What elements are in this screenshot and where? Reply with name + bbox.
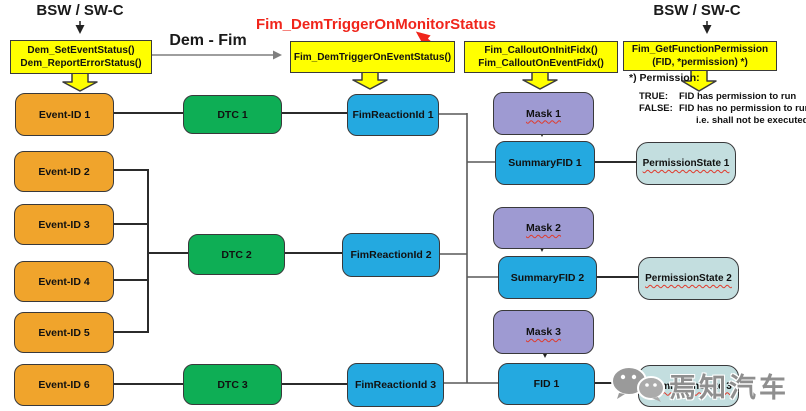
api-line: Fim_CalloutOnInitFidx() <box>484 45 598 56</box>
legend-true-label: TRUE: <box>639 91 669 102</box>
event-id-2-box: Event-ID 2 <box>14 151 114 192</box>
event-id-1-box: Event-ID 1 <box>15 93 114 136</box>
wechat-icon <box>611 366 665 402</box>
label-dem-fim: Dem - Fim <box>169 32 247 49</box>
header-bsw-swc-left: BSW / SW-C <box>36 2 124 19</box>
api-line: Fim_DemTriggerOnEventStatus() <box>293 51 452 63</box>
mask-1-box: Mask 1 <box>493 92 594 135</box>
event-id-3-box: Event-ID 3 <box>14 204 114 245</box>
legend-false-text: FID has no permission to run, <box>679 103 806 114</box>
fim-reaction-id-3-box: FimReactionId 3 <box>347 363 444 407</box>
legend-true-text: FID has permission to run <box>679 91 797 102</box>
permission-note: *) Permission: <box>629 72 700 84</box>
event-id-4-box: Event-ID 4 <box>14 261 114 302</box>
summary-fid-2-box: SummaryFID 2 <box>498 256 597 299</box>
mask-2-box: Mask 2 <box>493 207 594 249</box>
fim-reaction-id-1-box: FimReactionId 1 <box>347 94 439 136</box>
permission-state-label: PermissionState 3 <box>645 380 732 392</box>
watermark-text: 焉知汽车 <box>669 372 789 403</box>
legend-false-label: FALSE: <box>639 103 673 114</box>
api-box-fim-callout: Fim_CalloutOnInitFidx() Fim_CalloutOnEve… <box>464 41 618 73</box>
permission-state-label: PermissionState 1 <box>642 158 730 169</box>
permission-state-2-box: PermissionState 2 <box>638 257 739 300</box>
fid-1-box: FID 1 <box>498 363 595 405</box>
mask-label: Mask 3 <box>525 326 562 338</box>
event-id-6-box: Event-ID 6 <box>14 364 114 406</box>
watermark: 焉知汽车 <box>605 364 789 406</box>
api-line: Fim_GetFunctionPermission <box>631 44 769 55</box>
permission-state-label: PermissionState 2 <box>645 273 732 284</box>
api-line: Fim_CalloutOnEventFidx() <box>478 58 604 69</box>
dtc-3-box: DTC 3 <box>183 364 282 405</box>
permission-state-1-box: PermissionState 1 <box>636 142 736 185</box>
fim-reaction-id-2-box: FimReactionId 2 <box>342 233 440 277</box>
block-arrow-icon <box>522 70 558 90</box>
block-arrow-icon <box>352 70 388 90</box>
header-bsw-swc-right: BSW / SW-C <box>653 2 741 19</box>
summary-fid-1-box: SummaryFID 1 <box>495 141 595 185</box>
api-box-dem: Dem_SetEventStatus() Dem_ReportErrorStat… <box>10 40 152 74</box>
dtc-2-box: DTC 2 <box>188 234 285 275</box>
permission-legend: TRUE: FID has permission to run FALSE: F… <box>639 91 806 127</box>
api-box-fim-getfunctionpermission: Fim_GetFunctionPermission (FID, *permiss… <box>623 41 777 71</box>
api-line: Dem_SetEventStatus() <box>27 45 135 56</box>
mask-3-box: Mask 3 <box>493 310 594 354</box>
legend-false-text-2: i.e. shall not be executed <box>696 115 806 126</box>
mask-label: Mask 1 <box>525 107 562 120</box>
dtc-1-box: DTC 1 <box>183 95 282 134</box>
mask-label: Mask 2 <box>525 222 562 234</box>
annotation-fim-demtriggeronmonitorstatus: Fim_DemTriggerOnMonitorStatus <box>256 16 497 33</box>
api-line: (FID, *permission) *) <box>652 57 748 68</box>
event-id-5-box: Event-ID 5 <box>14 312 114 353</box>
block-arrow-icon <box>62 71 98 92</box>
api-box-fim-demtriggeroneventstatus: Fim_DemTriggerOnEventStatus() <box>290 41 455 73</box>
api-line: Dem_ReportErrorStatus() <box>20 58 142 69</box>
